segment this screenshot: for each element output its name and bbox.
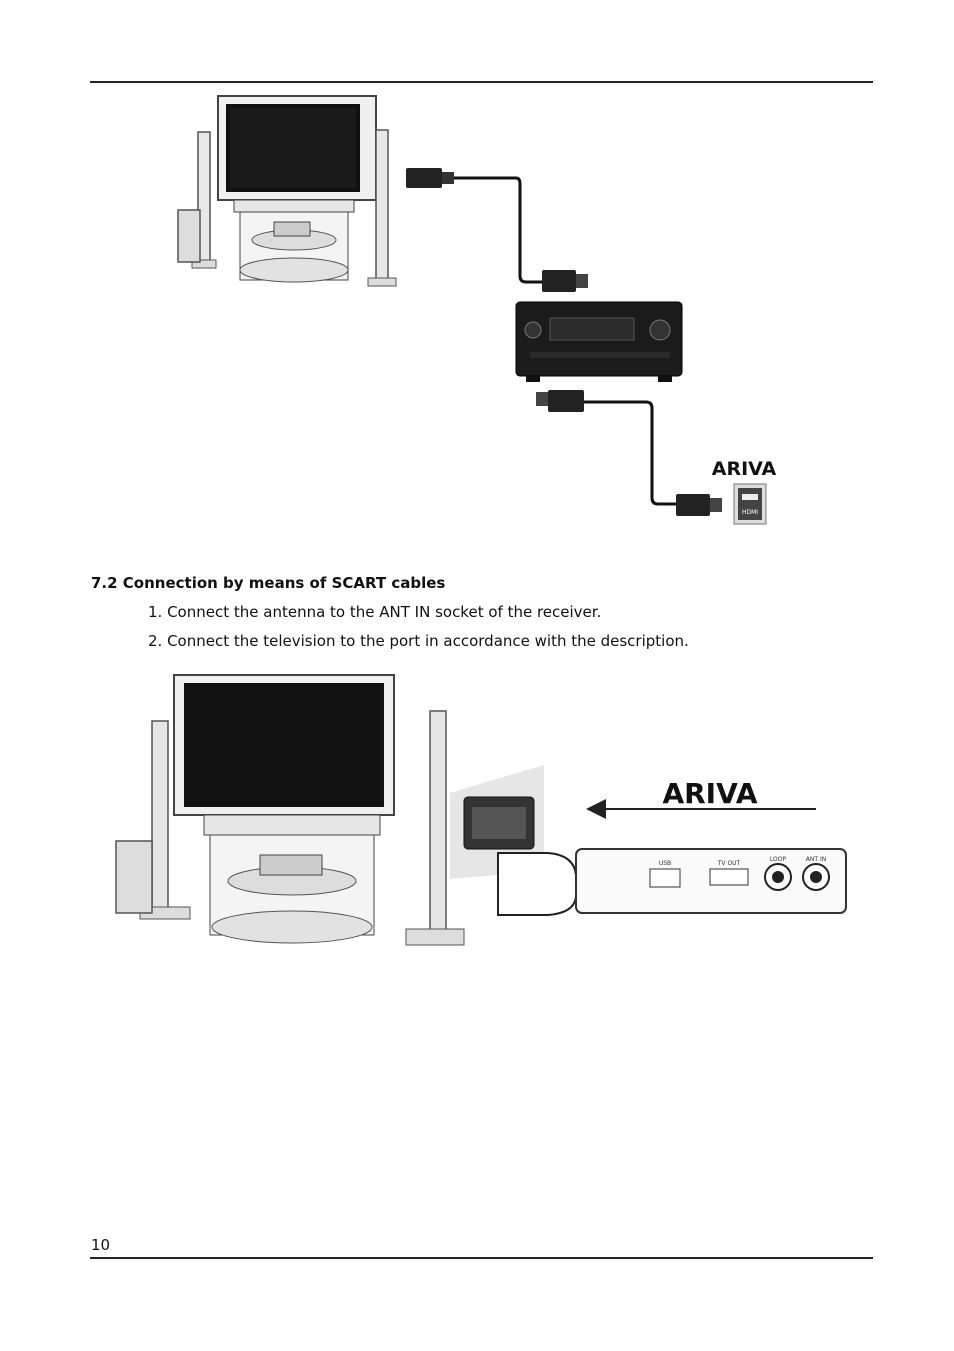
- speaker-right-icon: [367, 129, 397, 287]
- scart-connection-diagram: ARIVA USB TV OUT LOOP ANT IN: [115, 674, 847, 946]
- hdmi-cable-top: [406, 168, 588, 292]
- television-icon: [217, 95, 377, 283]
- section-heading: 7.2 Connection by means of SCART cables: [91, 574, 446, 592]
- speaker-right-icon: [405, 710, 465, 946]
- speaker-left-icon: [177, 131, 217, 269]
- hdmi-port-label: HDMI: [742, 509, 758, 516]
- ariva-logo: ARIVA: [712, 458, 777, 480]
- speaker-left-icon: [115, 720, 191, 920]
- step-item: 2. Connect the television to the port in…: [148, 632, 689, 650]
- footer-rule: [90, 1257, 873, 1259]
- hdmi-connection-diagram: HDMI ARIVA: [177, 95, 777, 525]
- television-icon: [173, 674, 395, 944]
- av-receiver-icon: [515, 301, 683, 382]
- steps-list: 1. Connect the antenna to the ANT IN soc…: [148, 603, 689, 661]
- hdmi-cable-bottom: [536, 390, 722, 516]
- port-label-usb: USB: [659, 860, 671, 867]
- port-label-ant-in: ANT IN: [806, 856, 826, 863]
- scart-plug-icon: [497, 852, 577, 916]
- ariva-logo: ARIVA: [662, 777, 757, 810]
- step-item: 1. Connect the antenna to the ANT IN soc…: [148, 603, 602, 621]
- page-number: 10: [91, 1236, 111, 1254]
- scart-socket-icon: [450, 765, 544, 879]
- port-label-tv-out: TV OUT: [717, 860, 741, 867]
- stb-rear-panel-icon: [575, 848, 847, 914]
- hdmi-port-icon: HDMI: [733, 483, 767, 525]
- arrow-left-icon: [586, 799, 816, 819]
- port-label-loop: LOOP: [770, 856, 787, 863]
- header-rule: [90, 81, 873, 83]
